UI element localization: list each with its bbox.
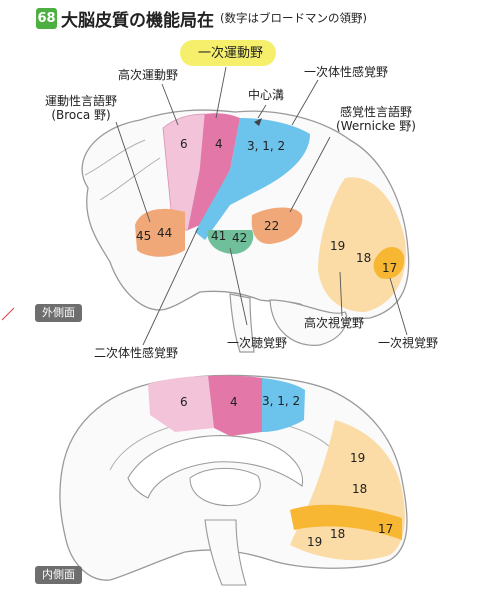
leader-higher-visual: [339, 271, 343, 317]
page-subtitle: (数字はブロードマンの領野): [220, 11, 367, 25]
frontal-sulcus: [84, 139, 146, 176]
lateral-leader-lines: [115, 66, 408, 346]
label-wernicke-line1: 感覚性言語野: [339, 105, 412, 119]
area-6-medial: [148, 376, 214, 432]
brainstem: [229, 293, 255, 353]
area-22-label: 22: [264, 219, 279, 233]
arrow-icon: [254, 118, 262, 126]
medial-area-4-label: 4: [230, 395, 238, 409]
medial-area-18-bottom-label: 18: [330, 527, 345, 541]
lateral-brain: 6 4 3, 1, 2 45 44 41 42 22 19 18 17: [81, 66, 410, 353]
label-broca-line1: 運動性言語野: [44, 94, 117, 108]
label-central-sulcus: 中心溝: [248, 88, 285, 102]
area-18-label: 18: [356, 251, 371, 265]
label-primary-somatosensory: 一次体性感覚野: [304, 65, 389, 79]
page-title: 大脳皮質の機能局在: [61, 10, 214, 31]
area-22: [251, 207, 303, 244]
primary-motor-highlight: [180, 40, 276, 66]
cerebellum: [269, 299, 348, 346]
area-17-medial: [290, 504, 402, 540]
section-number-badge: 68: [36, 7, 57, 29]
area-19-label: 19: [330, 239, 345, 253]
medial-brain: 6 4 3, 1, 2 19 18 17 18 19: [59, 374, 408, 586]
leader-primary-motor: [215, 66, 227, 119]
leader-primary-auditory: [229, 247, 248, 326]
area-17-label: 17: [382, 261, 397, 275]
leader-wernicke: [289, 136, 331, 213]
lateral-view-badge: 外側面: [35, 304, 82, 322]
medial-area-18-top-label: 18: [352, 482, 367, 496]
label-broca-line2: (Broca 野): [51, 108, 111, 122]
area-45-label: 45: [136, 229, 151, 243]
leader-primary-visual: [389, 277, 408, 336]
medial-area-19-top-label: 19: [350, 451, 365, 465]
label-primary-auditory: 一次聴覚野: [227, 336, 288, 350]
thalamus: [189, 467, 261, 507]
area-312-lateral: [195, 118, 310, 240]
leader-broca: [115, 121, 151, 223]
area-17-lateral: [373, 247, 405, 279]
area-312-medial: [262, 378, 305, 432]
area-41-42: [207, 230, 254, 254]
label-primary-visual: 一次視覚野: [378, 336, 439, 350]
leader-secondary-somatosensory: [142, 227, 199, 346]
red-mark: [1, 307, 15, 321]
label-higher-visual: 高次視覚野: [304, 316, 365, 330]
area-44-label: 44: [157, 226, 172, 240]
medial-area-312-label: 3, 1, 2: [262, 394, 300, 408]
area-4-medial: [208, 375, 262, 436]
leader-higher-motor: [161, 83, 179, 126]
area-6-label: 6: [180, 137, 188, 151]
medial-brainstem: [204, 519, 247, 586]
area-41-label: 41: [211, 229, 226, 243]
leader-central-sulcus: [257, 104, 267, 119]
area-312-label: 3, 1, 2: [247, 139, 285, 153]
header: 68 大脳皮質の機能局在 (数字はブロードマンの領野): [36, 6, 367, 31]
area-4-lateral: [188, 113, 240, 230]
medial-view-badge: 内側面: [35, 566, 82, 584]
label-wernicke-line2: (Wernicke 野): [336, 119, 416, 133]
area-4-label: 4: [215, 137, 223, 151]
label-higher-motor: 高次運動野: [118, 68, 179, 82]
leader-primary-somatosensory: [291, 79, 319, 126]
label-primary-motor: 一次運動野: [198, 46, 264, 61]
frontal-sulcus-2: [99, 157, 161, 201]
corpus-callosum: [127, 435, 304, 499]
label-secondary-somatosensory: 二次体性感覚野: [94, 346, 179, 360]
area-42-label: 42: [232, 231, 247, 245]
medial-area-6-label: 6: [180, 395, 188, 409]
medial-area-19-bottom-label: 19: [307, 535, 322, 549]
area-44-45: [135, 208, 185, 257]
medial-area-17-label: 17: [378, 522, 393, 536]
